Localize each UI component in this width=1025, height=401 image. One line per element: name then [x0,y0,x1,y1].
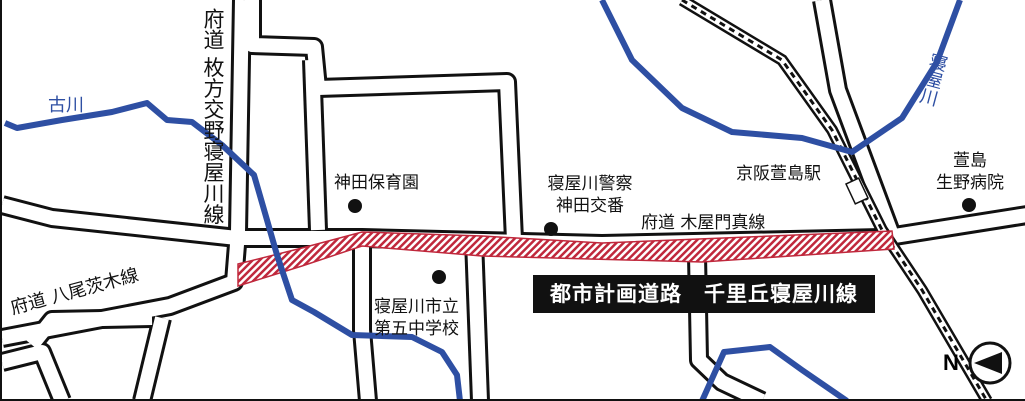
school-marker [432,270,446,284]
north-label: N [943,350,959,375]
label-school-line2: 第五中学校 [374,319,459,339]
road-label-hirakata-katano-neyagawa: 府道 枚方交野寝屋川線 [201,8,225,225]
north-compass-icon [968,341,1012,385]
nursery-marker [348,199,362,213]
planned-road-senrioka-neyagawa [237,230,895,288]
river-label-furukawa: 古川 [48,95,84,116]
police-box-marker [544,222,558,236]
project-title-label: 都市計画道路 千里丘寝屋川線 [533,275,875,313]
hospital-marker [962,198,976,212]
label-kayashima-station: 京阪萱島駅 [736,164,821,184]
rivers [3,0,963,399]
road-label-kiya-kadoma: 府道 木屋門真線 [641,213,766,233]
south-river [699,344,849,399]
label-police-line1: 寝屋川警察 [547,174,633,194]
neyagawa-river [599,0,963,155]
label-hospital-line2: 生野病院 [936,173,1004,193]
label-school-line1: 寝屋川市立 [374,297,459,317]
furukawa-river [3,100,463,399]
label-hospital-line1: 萱島 [953,151,987,171]
keihan-railway [678,0,993,399]
label-police-line2: 神田交番 [556,196,624,216]
label-kanda-nursery: 神田保育園 [334,173,419,193]
